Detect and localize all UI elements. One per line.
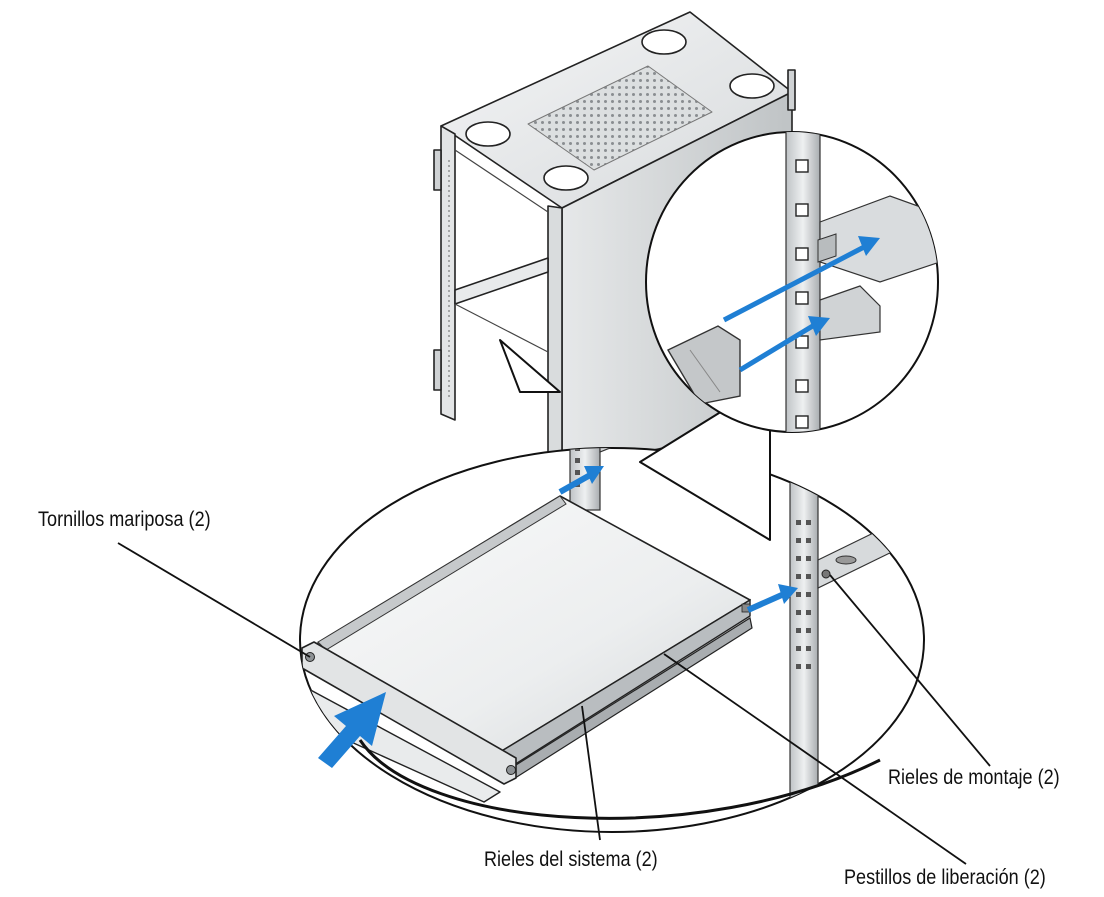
slide-arrow-icon — [558, 466, 604, 495]
thumbscrew — [506, 765, 516, 775]
slide-arrow-icon — [746, 584, 798, 613]
label-thumbscrews: Tornillos mariposa (2) — [38, 508, 211, 531]
release-latch — [821, 569, 831, 579]
leader-release-latches — [663, 653, 967, 865]
leader-lines — [117, 542, 991, 865]
magnified-view-tray — [299, 339, 925, 833]
leader-thumbscrews — [117, 542, 311, 658]
rack-top-hole — [543, 165, 589, 191]
label-release-latches: Pestillos de liberación (2) — [844, 866, 1046, 889]
leader-mounting-rails — [829, 574, 991, 767]
magnified-view-rail — [639, 131, 939, 541]
rack-top-hole — [465, 121, 511, 147]
rail-arrows — [318, 236, 880, 768]
detail-rail-upper — [819, 195, 938, 283]
magnifier-pointer — [499, 339, 561, 393]
rack-shelf — [454, 257, 549, 305]
rack-front-post-right — [547, 205, 563, 471]
front-bezel — [300, 679, 501, 803]
rack-top-vent — [527, 65, 713, 171]
front-rack-post — [789, 448, 819, 832]
slide-arrow-icon — [722, 236, 880, 323]
push-arrow-icon — [318, 692, 386, 768]
label-system-rails: Rieles del sistema (2) — [484, 848, 658, 871]
detail-rail-lower — [819, 285, 881, 341]
rotation-hint-curve — [358, 739, 881, 820]
rack-top-hole — [729, 73, 775, 99]
slide-arrow-icon — [738, 316, 830, 373]
rack-top-hole — [641, 29, 687, 55]
label-mounting-rails: Rieles de montaje (2) — [888, 766, 1060, 789]
leader-system-rails — [581, 705, 601, 841]
rack-front-post-left — [440, 125, 456, 421]
